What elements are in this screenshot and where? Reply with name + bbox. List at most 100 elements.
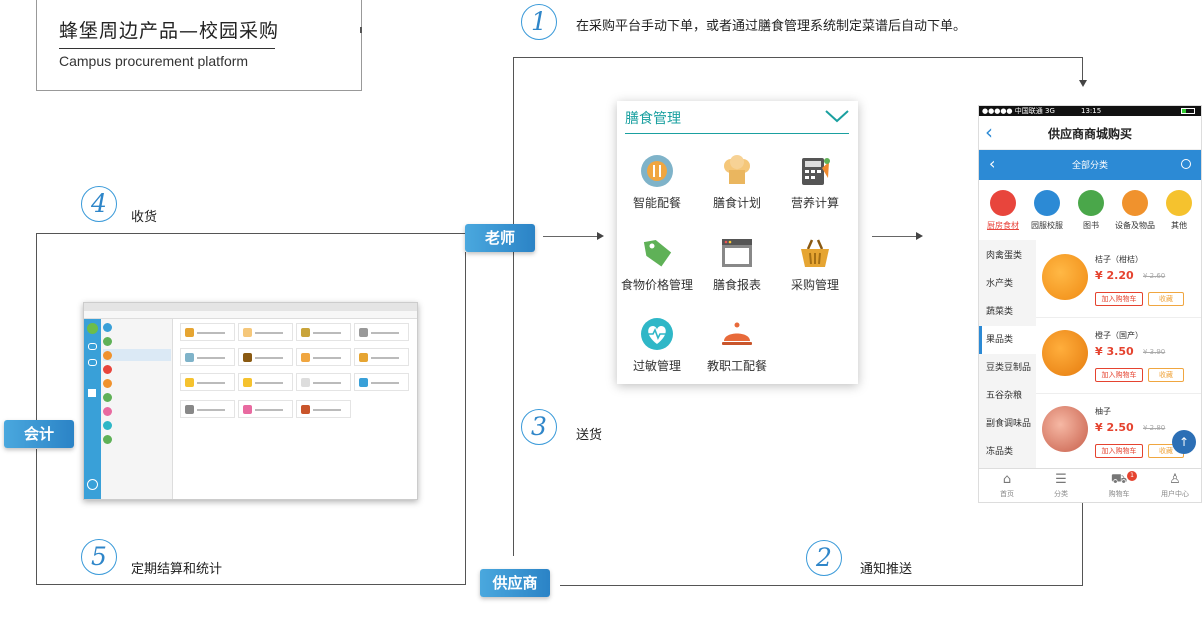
desktop-tile[interactable] — [238, 348, 293, 366]
orange-image — [1042, 330, 1088, 376]
back-arrow-icon[interactable]: ‹ — [989, 154, 996, 173]
arrow-head-icon — [916, 232, 923, 240]
left-menu-item[interactable]: 冻品类 — [986, 447, 1014, 457]
basket-icon — [798, 236, 832, 270]
menu-item-smart-meal[interactable]: 智能配餐 — [617, 154, 697, 211]
supplier-badge: 供应商 — [480, 569, 550, 597]
sidebar-item[interactable] — [103, 363, 171, 375]
back-icon[interactable]: ‹ — [985, 120, 993, 144]
category-other[interactable]: 其他 — [1159, 190, 1199, 231]
menu-item-allergy[interactable]: 过敏管理 — [617, 317, 697, 374]
connector-line — [36, 233, 466, 234]
desktop-tile[interactable] — [180, 373, 235, 391]
desktop-tile[interactable] — [180, 348, 235, 366]
left-menu-item[interactable]: 水产类 — [986, 279, 1014, 289]
home-icon: ⌂ — [1002, 472, 1012, 487]
sidebar-item[interactable] — [103, 349, 171, 361]
favorite-button[interactable]: 收藏 — [1148, 292, 1184, 306]
browser-address-bar — [84, 311, 417, 319]
user-icon: ♙ — [1169, 472, 1181, 487]
title-chinese: 蜂堡周边产品—校园采购 — [59, 20, 280, 42]
left-menu-item[interactable]: 蔬菜类 — [986, 307, 1014, 317]
category-uniform[interactable]: 园服校服 — [1027, 190, 1067, 231]
desktop-tile[interactable] — [296, 323, 351, 341]
left-menu-item[interactable]: 五谷杂粮 — [986, 391, 1023, 401]
category-equipment[interactable]: 设备及物品 — [1115, 190, 1155, 231]
category-label: 图书 — [1083, 221, 1099, 230]
category-books[interactable]: 图书 — [1071, 190, 1111, 231]
sidebar-item[interactable] — [103, 391, 171, 403]
accountant-badge: 会计 — [4, 420, 74, 448]
back-to-top-icon[interactable]: ↑ — [1172, 430, 1196, 454]
menu-item-purchase[interactable]: 采购管理 — [775, 236, 855, 293]
menu-item-meal-report[interactable]: 膳食报表 — [697, 236, 777, 293]
users-icon — [88, 359, 97, 366]
tab-user[interactable]: ♙用户中心 — [1153, 473, 1197, 499]
report-icon — [720, 236, 754, 270]
desktop-tile[interactable] — [296, 373, 351, 391]
category-label: 设备及物品 — [1115, 221, 1155, 230]
favorite-button[interactable]: 收藏 — [1148, 368, 1184, 382]
left-menu-item[interactable]: 副食调味品 — [986, 419, 1032, 429]
desktop-tile[interactable] — [238, 373, 293, 391]
browser-tab-bar — [84, 303, 417, 311]
desktop-tile[interactable] — [296, 348, 351, 366]
product-card[interactable]: 橙子（国产） ¥ 3.50 ¥ 3.90 加入购物车 收藏 — [1036, 318, 1201, 394]
desktop-screenshot — [83, 302, 418, 500]
menu-item-nutrition[interactable]: 营养计算 — [775, 154, 855, 211]
desktop-tile[interactable] — [354, 323, 409, 341]
menu-item-food-price[interactable]: 食物价格管理 — [617, 236, 697, 293]
desktop-tile[interactable] — [180, 323, 235, 341]
product-card[interactable]: 桔子（柑桔） ¥ 2.20 ¥ 2.60 加入购物车 收藏 — [1036, 242, 1201, 318]
menu-item-label: 食物价格管理 — [620, 278, 693, 292]
add-to-cart-button[interactable]: 加入购物车 — [1095, 368, 1143, 382]
desktop-tile[interactable] — [238, 400, 293, 418]
sidebar-item[interactable] — [103, 419, 171, 431]
sidebar-item[interactable] — [103, 335, 171, 347]
add-to-cart-button[interactable]: 加入购物车 — [1095, 444, 1143, 458]
menu-item-label: 过敏管理 — [632, 359, 681, 373]
category-kitchen[interactable]: 厨房食材 — [983, 190, 1023, 231]
add-to-cart-button[interactable]: 加入购物车 — [1095, 292, 1143, 306]
connector-line — [36, 449, 37, 584]
arrow-line — [872, 236, 918, 237]
menu-item-meal-plan[interactable]: 膳食计划 — [697, 154, 777, 211]
left-menu-item-selected[interactable]: 果品类 — [979, 326, 1036, 354]
product-name: 橙子（国产） — [1095, 331, 1143, 340]
left-menu-item[interactable]: 豆类豆制品 — [986, 363, 1032, 373]
category-label: 园服校服 — [1031, 221, 1063, 230]
product-price: ¥ 3.50 — [1095, 345, 1134, 358]
meal-management-divider — [625, 133, 849, 134]
chef-hat-icon — [720, 154, 754, 188]
desktop-tile[interactable] — [354, 373, 409, 391]
tab-label: 分类 — [1054, 490, 1068, 498]
desktop-tile[interactable] — [238, 323, 293, 341]
status-carrier: ●●●●● 中国联通 3G — [982, 107, 1055, 115]
arrow-head-icon — [1079, 80, 1087, 87]
sidebar-item[interactable] — [103, 321, 171, 333]
tab-cart[interactable]: ⛟购物车 1 — [1097, 471, 1141, 499]
sidebar-item[interactable] — [103, 433, 171, 445]
connector-line — [513, 57, 1083, 58]
title-divider — [59, 48, 275, 49]
title-box: 蜂堡周边产品—校园采购 Campus procurement platform — [36, 0, 362, 91]
cart-icon: ⛟ — [1110, 472, 1128, 487]
sidebar-item[interactable] — [103, 405, 171, 417]
menu-item-staff-meal[interactable]: 教职工配餐 — [697, 317, 777, 374]
tab-home[interactable]: ⌂ 首页 — [985, 473, 1029, 499]
arrow-head-icon — [597, 232, 604, 240]
phone-left-menu: 肉禽蛋类 水产类 蔬菜类 果品类 豆类豆制品 五谷杂粮 副食调味品 冻品类 — [979, 240, 1036, 468]
tab-label: 购物车 — [1108, 490, 1130, 498]
tab-label: 首页 — [1000, 490, 1014, 498]
desktop-tile[interactable] — [354, 348, 409, 366]
search-icon[interactable] — [1181, 159, 1191, 169]
left-menu-item[interactable]: 肉禽蛋类 — [986, 251, 1023, 261]
desktop-tile[interactable] — [296, 400, 351, 418]
sidebar-item[interactable] — [103, 377, 171, 389]
desktop-sidebar — [101, 319, 173, 499]
phone-tab-bar: ⌂首页 ☰分类 ⛟购物车 1 ♙用户中心 — [979, 468, 1201, 502]
desktop-tile[interactable] — [180, 400, 235, 418]
tab-category[interactable]: ☰分类 — [1039, 473, 1083, 499]
category-bar[interactable]: ‹ 全部分类 — [979, 150, 1201, 180]
product-card[interactable]: 柚子 ¥ 2.50 ¥ 2.80 加入购物车 收藏 ↑ — [1036, 394, 1201, 470]
